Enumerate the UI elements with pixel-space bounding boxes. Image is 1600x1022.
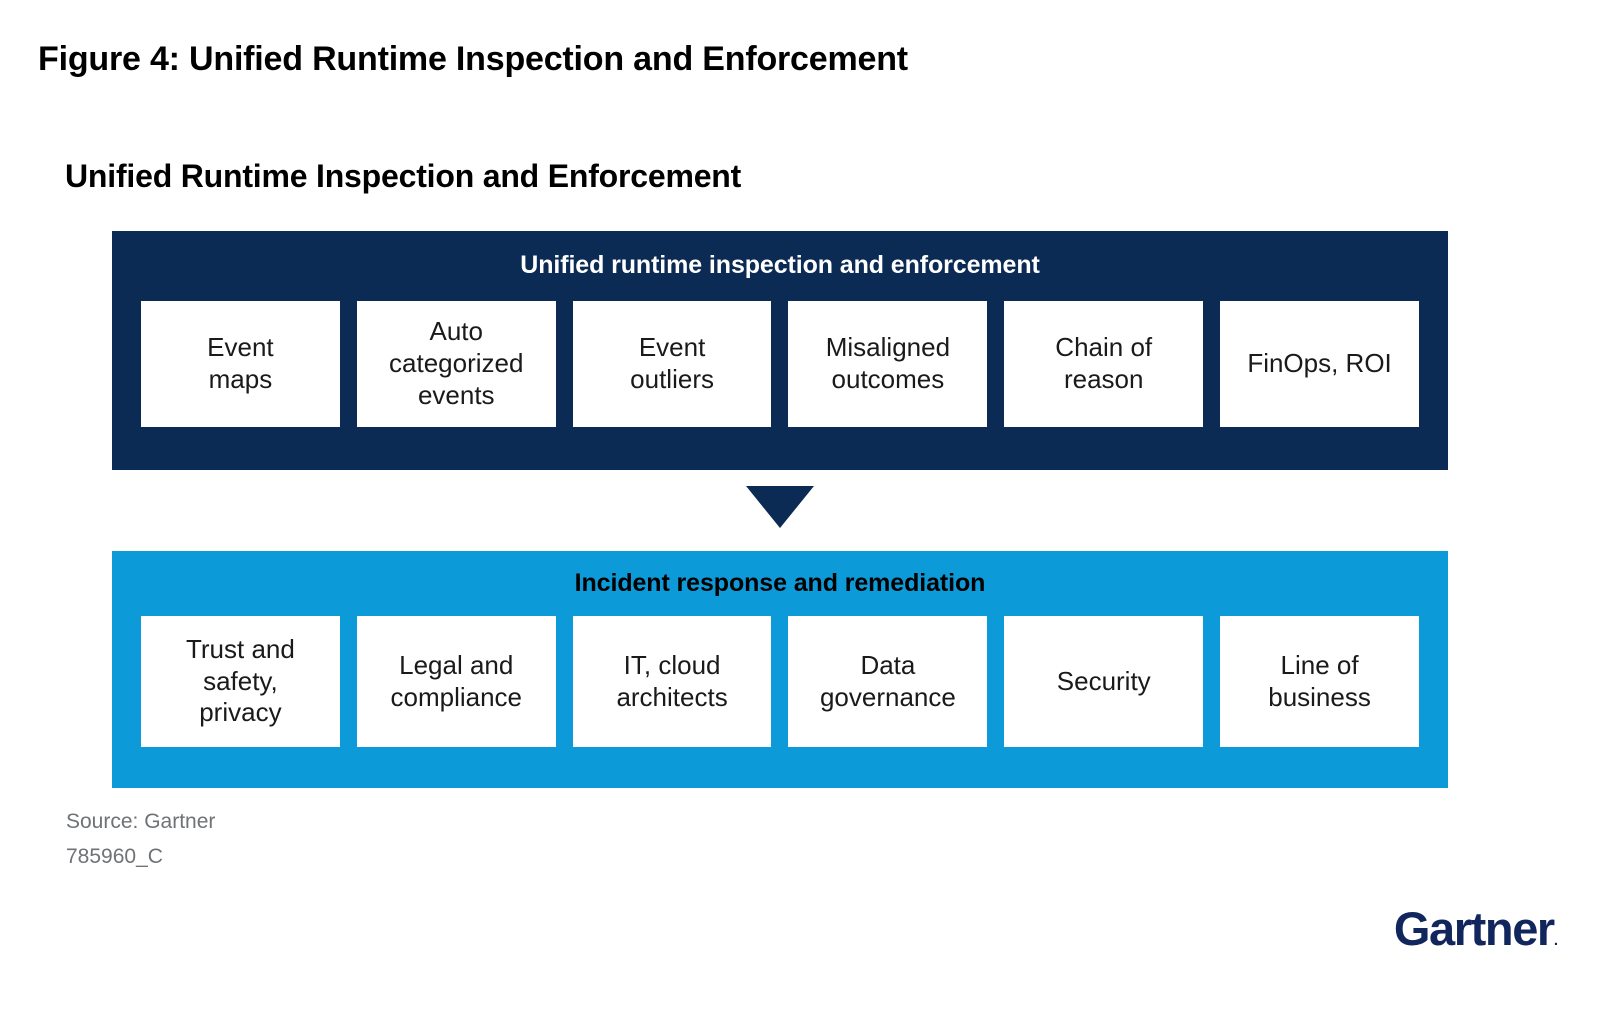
cell-data-governance[interactable]: Data governance	[788, 616, 988, 747]
cell-label: Event maps	[207, 332, 274, 394]
band-title-unified-runtime-inspection: Unified runtime inspection and enforceme…	[520, 251, 1040, 279]
cell-security[interactable]: Security	[1004, 616, 1204, 747]
cell-label: Auto categorized events	[389, 316, 524, 410]
triangle-down-icon	[746, 486, 814, 528]
cell-event-maps[interactable]: Event maps	[141, 301, 340, 427]
cell-label: Trust and safety, privacy	[185, 633, 295, 728]
gartner-logo-text: Gartner	[1393, 902, 1555, 955]
cell-it-cloud-architects[interactable]: IT, cloud architects	[572, 616, 772, 747]
graphic-heading: Unified Runtime Inspection and Enforceme…	[65, 158, 742, 194]
box-row-unified-runtime-inspection: Event maps Auto categorized events Event…	[112, 301, 1448, 427]
cell-misaligned-outcomes[interactable]: Misaligned outcomes	[788, 301, 988, 427]
cell-label: Chain of reason	[1055, 332, 1153, 394]
cell-line-of-business[interactable]: Line of business	[1220, 616, 1419, 747]
cell-label: Event outliers	[630, 332, 714, 394]
band-incident-response: Incident response and remediation Trust …	[112, 551, 1448, 788]
cell-label: Line of business	[1268, 649, 1371, 712]
band-title-incident-response: Incident response and remediation	[574, 569, 986, 597]
band-unified-runtime-inspection: Unified runtime inspection and enforceme…	[112, 231, 1448, 470]
cell-label: Security	[1056, 665, 1151, 696]
cell-finops-roi[interactable]: FinOps, ROI	[1220, 301, 1419, 427]
cell-label: IT, cloud architects	[616, 649, 728, 712]
registered-mark-icon: .	[1553, 932, 1558, 949]
cell-label: FinOps, ROI	[1247, 348, 1392, 379]
figure-code: 785960_C	[66, 845, 163, 868]
cell-label: Legal and compliance	[390, 649, 522, 712]
box-row-incident-response: Trust and safety, privacy Legal and comp…	[112, 616, 1448, 747]
gartner-logo: Gartner.	[1394, 905, 1558, 952]
cell-auto-categorized-events[interactable]: Auto categorized events	[356, 301, 556, 427]
cell-chain-of-reason[interactable]: Chain of reason	[1004, 301, 1204, 427]
cell-label: Misaligned outcomes	[825, 332, 951, 394]
cell-event-outliers[interactable]: Event outliers	[572, 301, 772, 427]
cell-legal-and-compliance[interactable]: Legal and compliance	[356, 616, 556, 747]
cell-trust-and-safety-privacy[interactable]: Trust and safety, privacy	[141, 616, 340, 747]
figure-title: Figure 4: Unified Runtime Inspection and…	[38, 40, 908, 78]
cell-label: Data governance	[819, 649, 956, 712]
source-attribution: Source: Gartner	[66, 810, 216, 833]
